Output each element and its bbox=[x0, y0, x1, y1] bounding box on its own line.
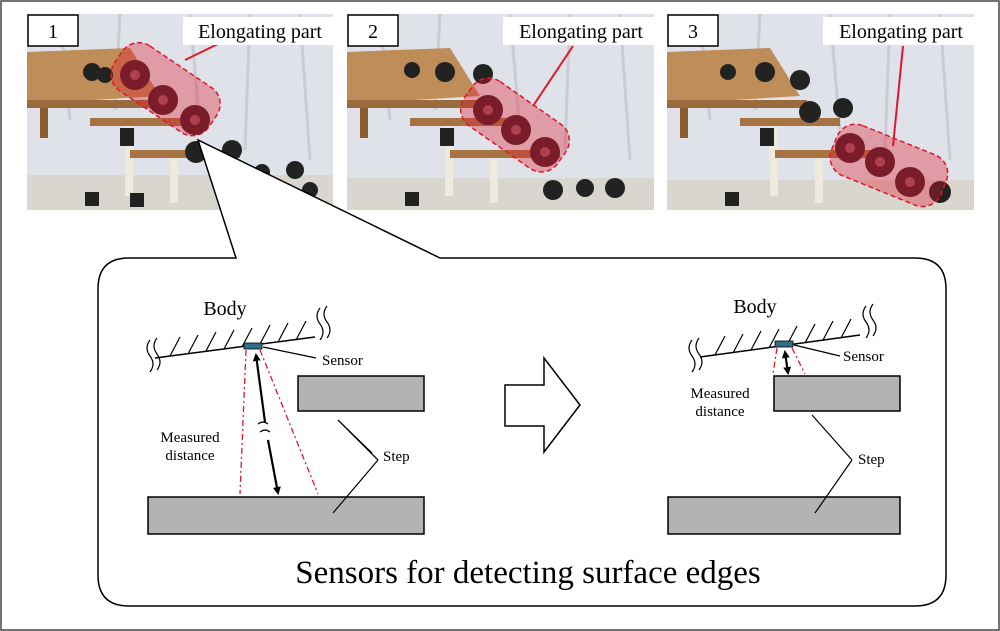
beam-left-a bbox=[239, 349, 247, 495]
photo-3-number-box bbox=[667, 14, 719, 47]
measured-label-left-1: Measured bbox=[160, 430, 220, 446]
step-lower-right bbox=[667, 496, 901, 535]
photo-1-label: Elongating part bbox=[198, 21, 322, 43]
pointer-line-3 bbox=[892, 45, 904, 147]
beam-right-b bbox=[791, 347, 806, 375]
photo-2-number: 2 bbox=[368, 21, 378, 43]
callout-bubble bbox=[97, 138, 947, 607]
break-mark bbox=[146, 339, 154, 373]
photo-3-label: Elongating part bbox=[839, 21, 963, 43]
figure-caption: Sensors for detecting surface edges bbox=[295, 555, 761, 591]
transition-arrow bbox=[504, 355, 581, 455]
photo-panel-2: Elongating part 2 bbox=[347, 13, 657, 210]
photo-2-label: Elongating part bbox=[519, 21, 643, 43]
photo-1-number: 1 bbox=[48, 21, 58, 43]
step-upper-right bbox=[773, 375, 901, 412]
step-upper-left bbox=[297, 375, 425, 412]
photo-1-number-box bbox=[27, 14, 79, 47]
measured-label-right-1: Measured bbox=[690, 386, 750, 402]
photo-3-number: 3 bbox=[688, 21, 698, 43]
pointer-line-2 bbox=[532, 45, 574, 107]
step-label-right: Step bbox=[858, 452, 885, 468]
measured-label-right-2: distance bbox=[695, 404, 744, 420]
sensor-label-left: Sensor bbox=[322, 353, 363, 369]
beam-left-b bbox=[259, 349, 319, 495]
left-diagram: Body Sensor Measured distance Step bbox=[146, 298, 425, 535]
photo-panel-3: Elongating part 3 bbox=[667, 13, 977, 210]
step-label-left: Step bbox=[383, 449, 410, 465]
right-diagram: Body Sensor Measured distance Step bbox=[667, 296, 901, 535]
photo-panel-1: Elongating part 1 bbox=[27, 13, 337, 210]
body-label-left: Body bbox=[203, 298, 246, 320]
sensor-left bbox=[243, 342, 263, 350]
step-lower-left bbox=[147, 496, 425, 535]
beam-right-a bbox=[772, 347, 778, 375]
sensor-label-right: Sensor bbox=[843, 349, 884, 365]
sensor-right bbox=[774, 340, 794, 348]
photo-2-number-box bbox=[347, 14, 399, 47]
measured-label-left-2: distance bbox=[165, 448, 214, 464]
body-label-right: Body bbox=[733, 296, 776, 318]
